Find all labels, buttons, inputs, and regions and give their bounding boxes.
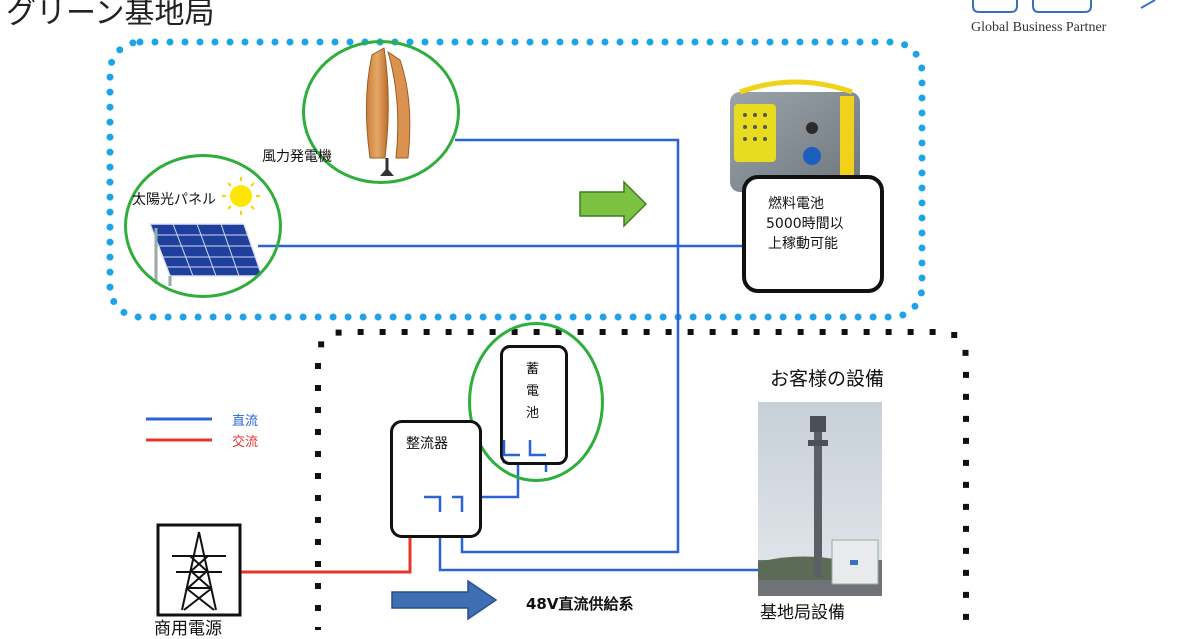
- company-logo: Global Business Partner: [965, 0, 1200, 42]
- rectifier-box: [390, 420, 482, 538]
- fuel-cell-label-line2: 5000時間以: [766, 216, 844, 232]
- logo-text: Global Business Partner: [971, 20, 1107, 35]
- solar-panel-label: 太陽光パネル: [132, 192, 216, 208]
- renewable-area-boundary: [106, 38, 926, 321]
- base-station-label: 基地局設備: [760, 603, 845, 623]
- fuel-cell-device-image: [730, 79, 860, 192]
- flow-arrow-blue: [391, 579, 498, 621]
- fuel-cell-label-line3: 上稼動可能: [768, 236, 838, 252]
- transmission-tower-icon: [156, 523, 242, 617]
- page-title: グリーン基地局: [6, 0, 215, 31]
- grid-power-label: 商用電源: [154, 619, 222, 639]
- battery-label-char1: 蓄: [526, 362, 540, 377]
- battery-label-char2: 電: [526, 384, 540, 399]
- legend-dc-label: 直流: [232, 414, 259, 429]
- wind-turbine-label: 風力発電機: [262, 149, 332, 165]
- customer-area-label: お客様の設備: [770, 368, 885, 390]
- dc-supply-label: 48V直流供給系: [526, 595, 634, 613]
- ac-wiring: [240, 530, 412, 574]
- battery-label-char3: 池: [526, 406, 540, 421]
- solar-panel-circle: [124, 154, 282, 298]
- battery-circle: [468, 322, 604, 482]
- legend-ac-label: 交流: [232, 435, 259, 450]
- fuel-cell-label-line1: 燃料電池: [768, 196, 824, 212]
- flow-arrow-green: [579, 180, 648, 228]
- base-station-photo: [758, 402, 882, 596]
- rectifier-label: 整流器: [406, 436, 448, 452]
- fuel-cell-box: [742, 175, 884, 293]
- wind-turbine-circle: [302, 40, 460, 184]
- logo-mark-icon: [972, 0, 1156, 13]
